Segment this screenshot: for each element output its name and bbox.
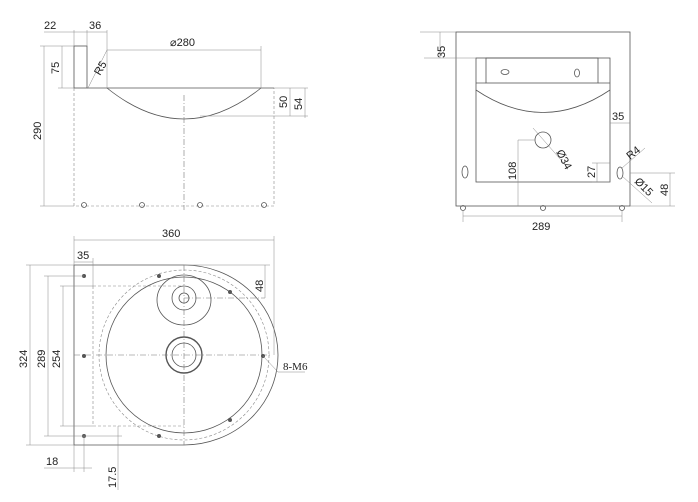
dim-108: 108: [507, 162, 519, 180]
side-view: 22 36 ⌀280 75 290 R5 50 54: [32, 20, 308, 210]
mount-slot: [461, 165, 469, 179]
label-8-m6: 8-M6: [283, 361, 308, 373]
dim-22: 22: [44, 20, 56, 32]
dim-36: 36: [89, 20, 101, 32]
mount-slot: [616, 166, 624, 180]
dim-289: 289: [36, 350, 48, 368]
dim-48: 48: [659, 184, 671, 196]
body-outline: [73, 88, 275, 207]
dim-35-top: 35: [436, 46, 448, 58]
outer-frame: [455, 31, 631, 207]
dim-18: 18: [46, 456, 58, 468]
dim-r4: R4: [624, 144, 642, 162]
dim-254: 254: [51, 350, 63, 368]
dim-17-5: 17.5: [107, 467, 119, 488]
dim-35-side: 35: [612, 111, 624, 123]
dim-54: 54: [293, 98, 305, 110]
back-plate: [73, 45, 88, 89]
dim-50: 50: [278, 96, 290, 108]
dim-280: ⌀280: [170, 37, 195, 49]
top-outline: [73, 264, 279, 446]
dim-290: 290: [32, 122, 44, 140]
bolt-holes: [82, 274, 265, 438]
dim-289: 289: [532, 221, 550, 233]
dim-35: 35: [77, 250, 89, 262]
dim-324: 324: [18, 350, 30, 368]
top-view: 360 35 48 324 289 254 18 17.5 8-M6: [18, 228, 308, 490]
inner-frame: [475, 57, 611, 183]
dim-34: Ø34: [553, 148, 573, 172]
dim-15: Ø15: [632, 176, 655, 199]
feet: [81, 202, 267, 208]
dim-360: 360: [162, 228, 180, 240]
dim-75: 75: [50, 62, 62, 74]
dim-48: 48: [254, 280, 266, 292]
front-view: Ø34 108 35 35 27 R4 Ø15 48 289: [420, 31, 675, 233]
dim-27: 27: [586, 166, 598, 178]
